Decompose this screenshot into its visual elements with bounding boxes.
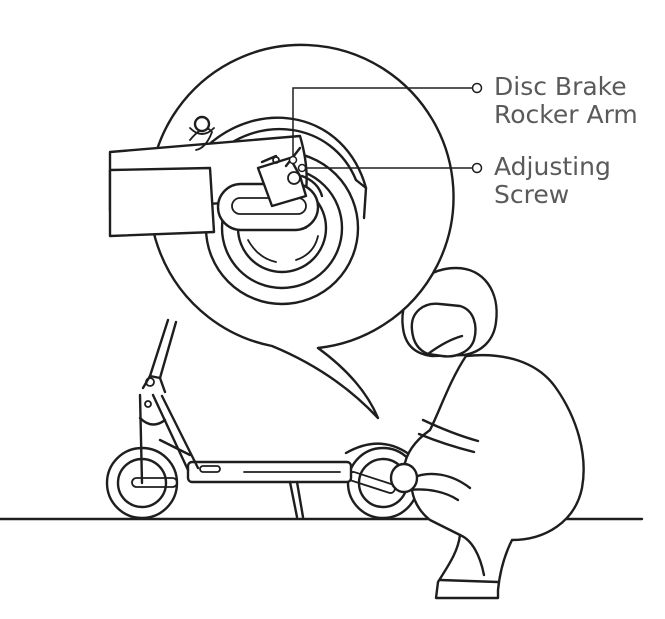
scooter-illustration [105, 318, 420, 520]
callout-leaders [288, 82, 483, 174]
brake-detail-magnifier [148, 43, 455, 420]
callout-line: Rocker Arm [494, 100, 638, 129]
person-crouching-illustration [389, 266, 585, 600]
callout-line: Adjusting [494, 152, 611, 181]
callout-line: Screw [494, 180, 570, 209]
callout-adjusting-screw: Adjusting Screw [494, 153, 611, 209]
callout-line: Disc Brake [494, 72, 627, 101]
brake-detail-contents [108, 115, 368, 306]
callout-disc-brake-rocker-arm: Disc Brake Rocker Arm [494, 73, 638, 129]
